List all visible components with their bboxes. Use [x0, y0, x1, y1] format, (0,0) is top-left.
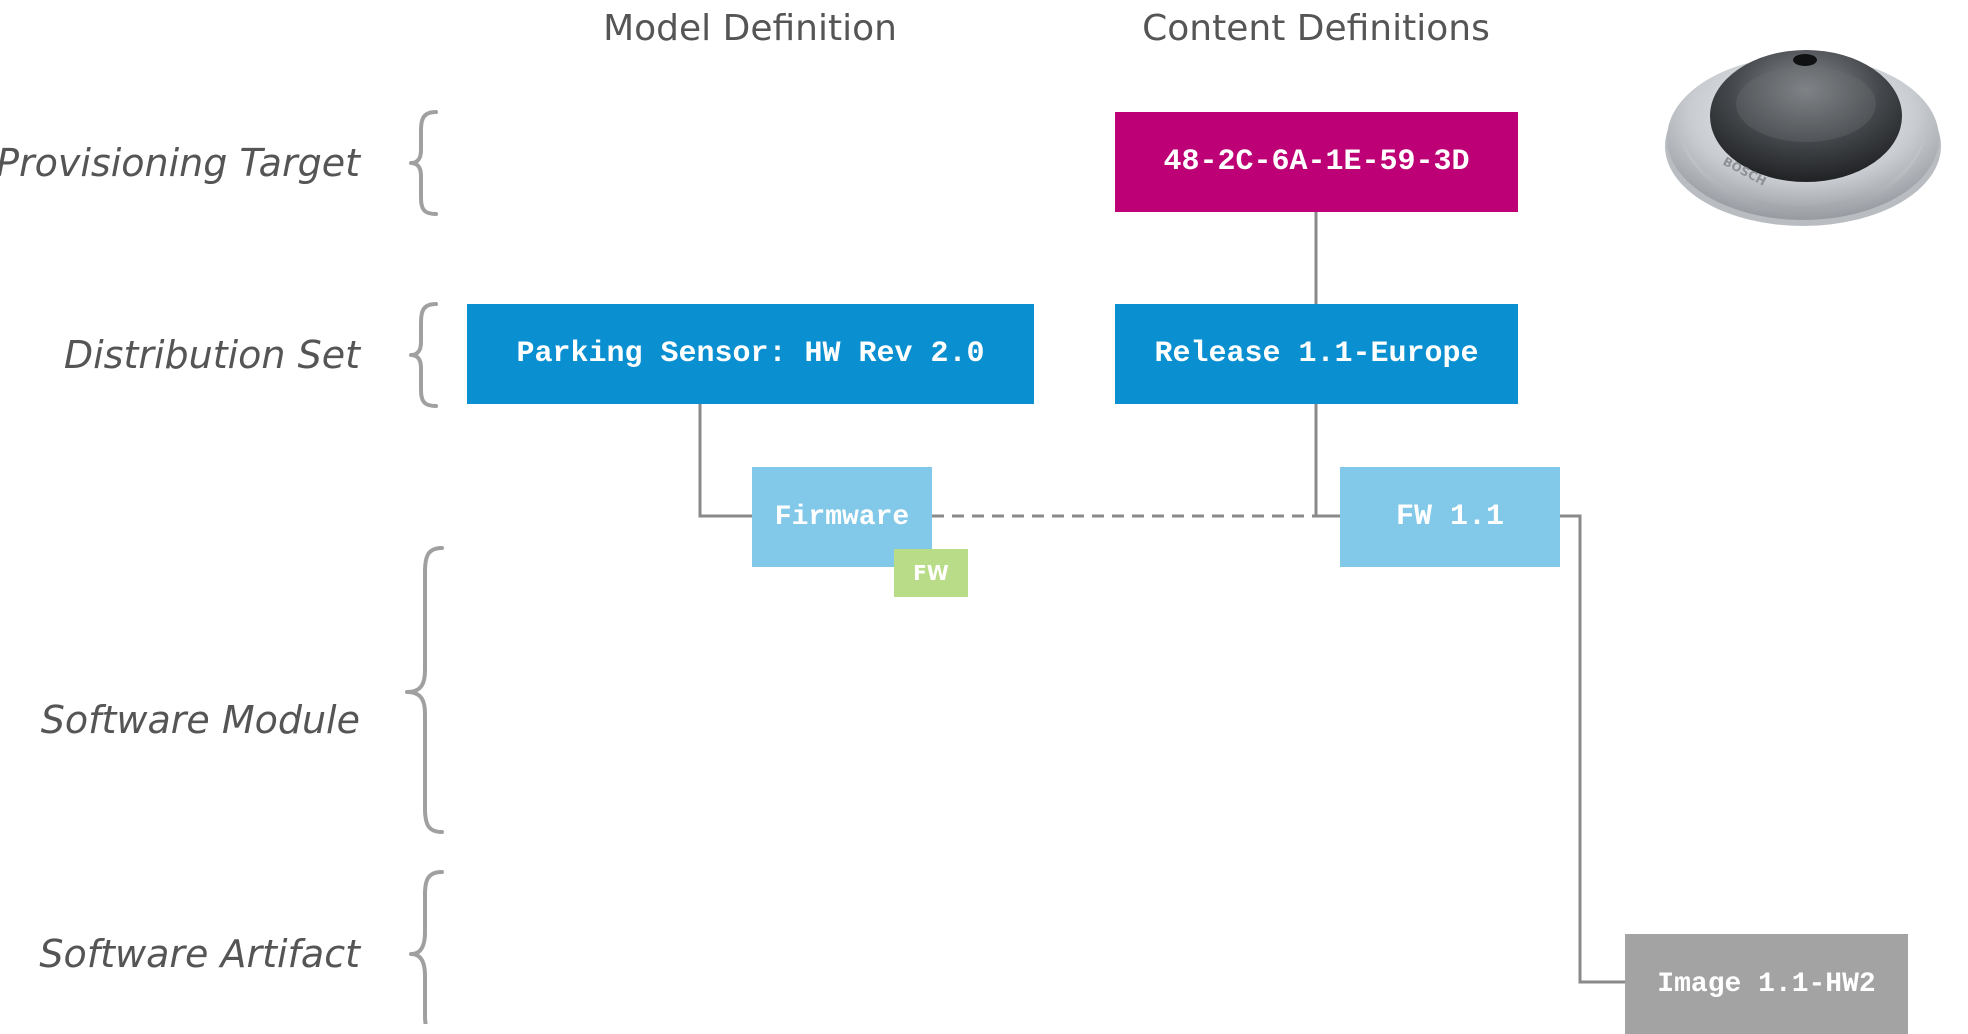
software-artifact-node[interactable]: Image 1.1-HW2: [1625, 934, 1908, 1034]
column-header-content-definitions: Content Definitions: [1142, 8, 1490, 49]
provisioning-target-node[interactable]: 48-2C-6A-1E-59-3D: [1115, 112, 1518, 212]
connector-parking-sensor-to-firmware: [698, 404, 752, 518]
row-label-provisioning-target: Provisioning Target: [0, 141, 360, 185]
bracket-software-artifact: [409, 870, 444, 1024]
device-sensor-hole: [1793, 54, 1817, 66]
module-type-tag: FW: [894, 549, 968, 597]
model-distribution-set-node[interactable]: Parking Sensor: HW Rev 2.0: [467, 304, 1034, 404]
row-label-distribution-set: Distribution Set: [63, 333, 360, 377]
bracket-software-module: [405, 546, 444, 834]
connector-fw-to-image: [1560, 514, 1625, 984]
bracket-provisioning-target: [409, 110, 438, 216]
column-header-model-definition: Model Definition: [603, 8, 897, 49]
parking-sensor-device-image: BOSCH: [1665, 50, 1941, 226]
bracket-distribution-set: [409, 302, 438, 408]
row-label-software-module: Software Module: [40, 698, 360, 742]
content-software-module-node[interactable]: FW 1.1: [1340, 467, 1560, 567]
row-label-software-artifact: Software Artifact: [39, 932, 360, 976]
content-distribution-set-node[interactable]: Release 1.1-Europe: [1115, 304, 1518, 404]
device-dome: [1710, 50, 1902, 182]
connector-release-to-fw: [1314, 404, 1340, 518]
